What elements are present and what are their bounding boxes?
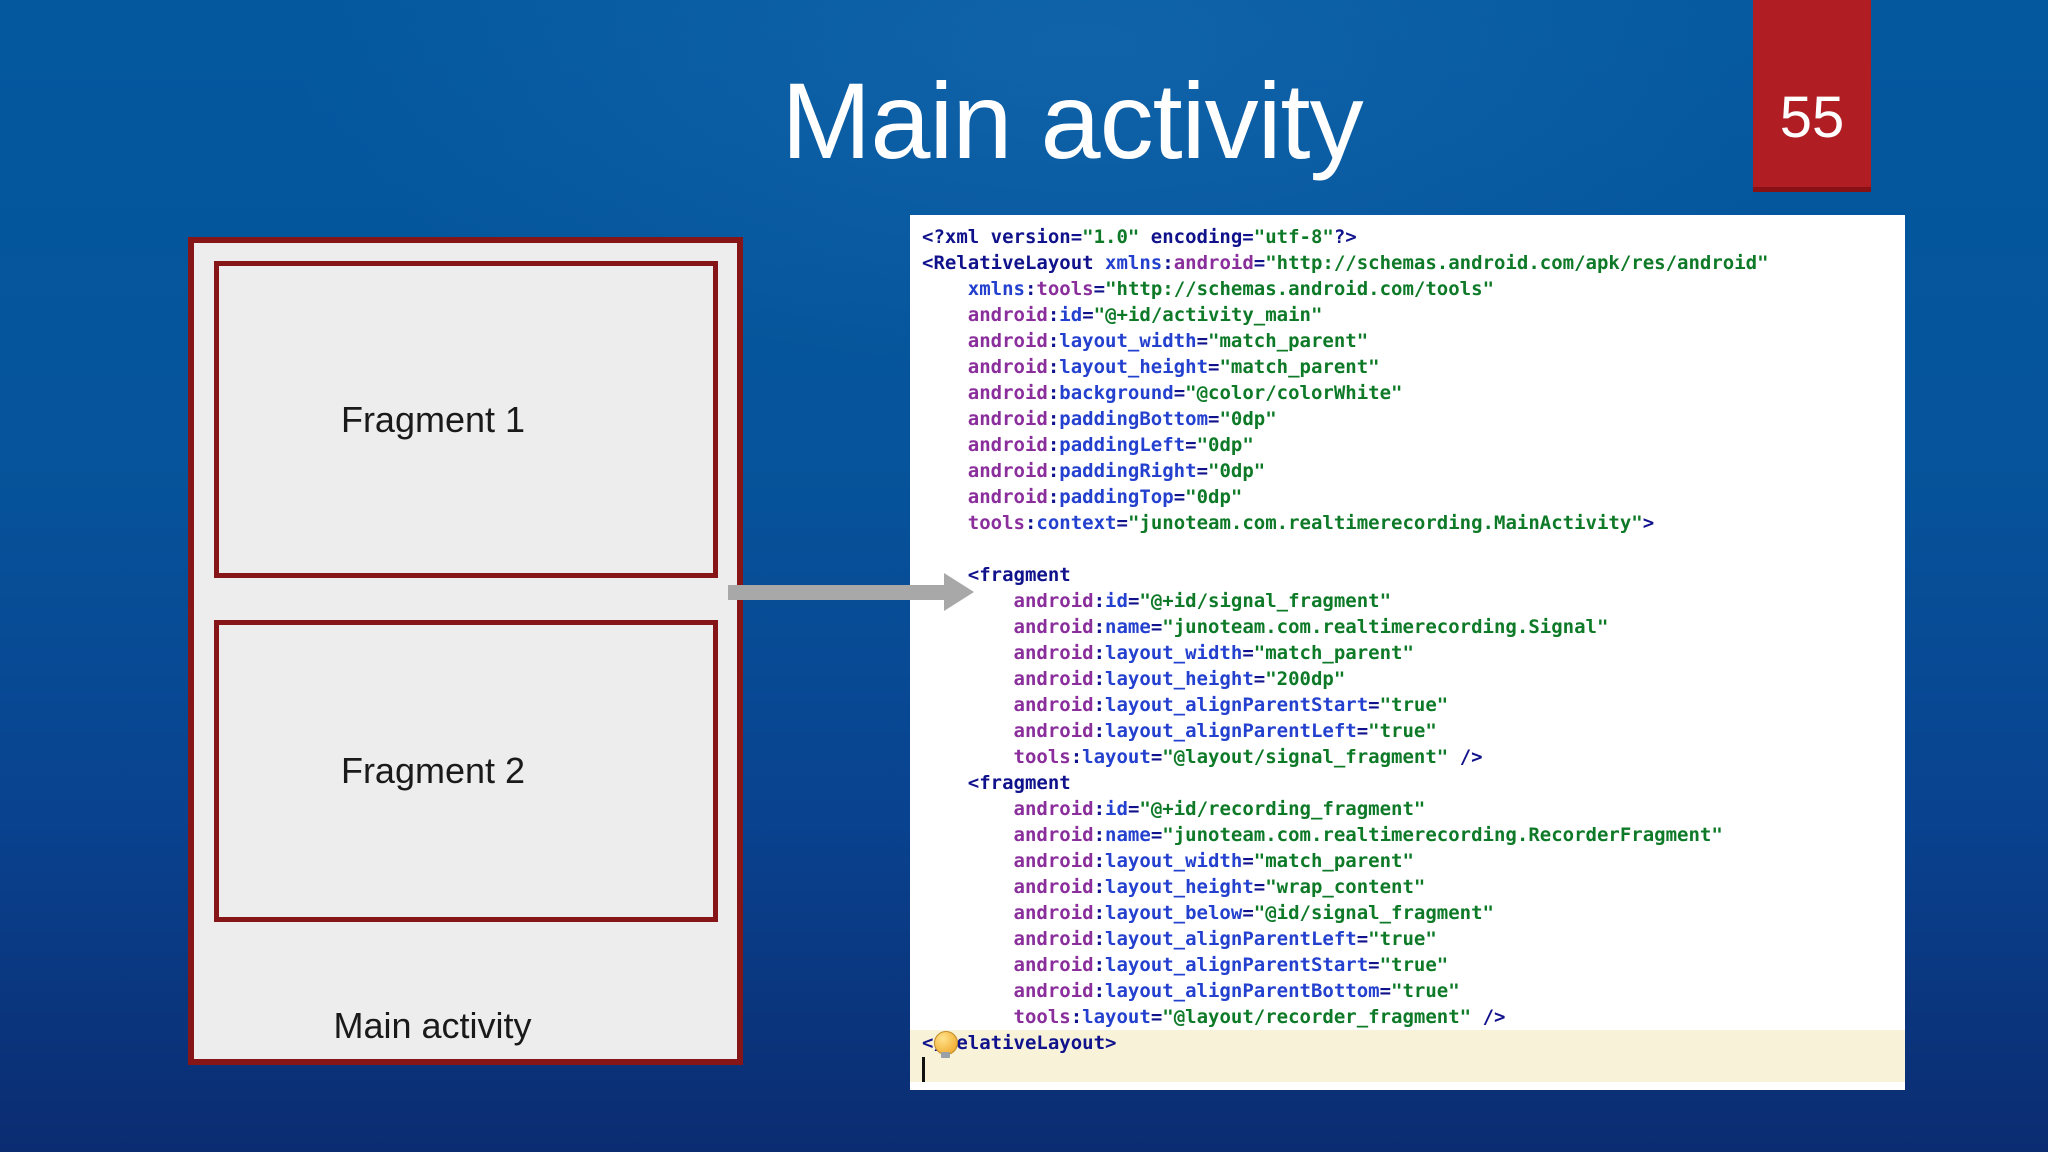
lightbulb-icon [934,1031,958,1058]
fragment1-label: Fragment 1 [340,398,526,440]
fragment2-label: Fragment 2 [340,750,526,791]
fragment1-box: Fragment 1 [214,261,718,578]
text-cursor-icon [922,1057,925,1082]
xml-code-panel: <?xml version="1.0" encoding="utf-8"?><R… [910,215,1905,1090]
slide-number: 55 [1779,85,1845,150]
main-activity-label: Main activity [333,1005,532,1046]
code-lines: <?xml version="1.0" encoding="utf-8"?><R… [910,224,1905,1082]
fragment2-box: Fragment 2 [214,620,718,922]
arrow-right-icon-head [944,573,974,611]
slide-number-badge: 55 [1753,0,1871,192]
arrow-right-icon [728,585,944,600]
main-activity-diagram: Fragment 1 Fragment 2 Main activity [188,237,743,1065]
page-title: Main activity [781,60,1363,182]
